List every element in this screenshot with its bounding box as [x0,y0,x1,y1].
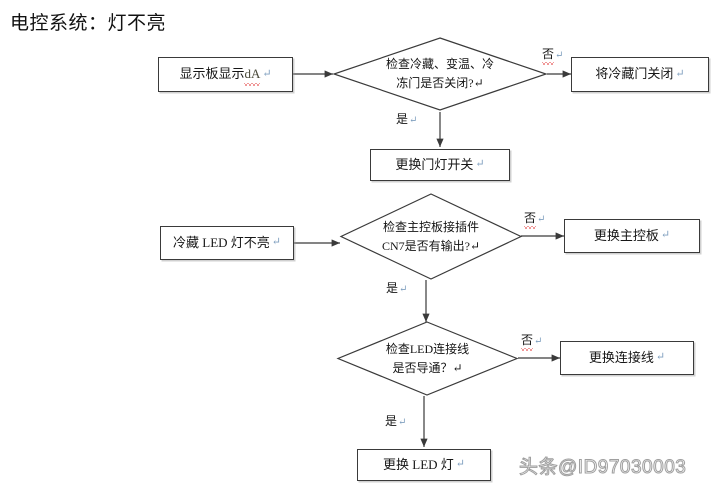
node-label: 更换门灯开关 [395,156,474,172]
node-check-doors-closed[interactable]: 检查冷藏、变温、冷 冻门是否关闭?↵ [332,37,548,111]
node-fridge-led-not-lit[interactable]: 冷藏 LED 灯不亮↵ [160,226,294,260]
node-replace-led-lamp[interactable]: 更换 LED 灯↵ [357,449,491,481]
pilcrow-mark: ↵ [655,351,666,364]
edge-label-check-wire-yes: 是↵ [385,412,406,429]
watermark: 头条@ID97030003 [518,457,687,479]
node-replace-connecting-wire[interactable]: 更换连接线↵ [560,341,694,375]
pilcrow-mark: ↵ [409,115,418,126]
edge-label-check-doors-yes: 是↵ [396,110,417,127]
node-label: 更换主控板 [593,227,659,243]
pilcrow-mark: ↵ [398,417,407,428]
edge-label-check-cn7-no: 否↵ [524,209,546,229]
pilcrow-mark: ↵ [534,336,543,347]
edge-label-check-cn7-yes: 是↵ [386,279,407,296]
pilcrow-mark: ↵ [675,67,685,80]
node-label: 冷藏 LED 灯不亮 [173,234,270,250]
edge-label-text: 是 [396,112,409,126]
node-close-refrigerator-door[interactable]: 将冷藏门关闭↵ [571,57,709,92]
node-replace-main-board[interactable]: 更换主控板↵ [564,219,700,253]
edge-label-text: 否 [521,333,534,351]
node-display-board-shows-da[interactable]: 显示板显示 dA↵ [158,57,293,92]
edge-label-text: 否 [542,47,555,65]
edge-label-text: 是 [385,414,398,428]
node-check-cn7-output[interactable]: 检查主控板接插件 CN7是否有输出?↵ [339,193,523,280]
pilcrow-mark: ↵ [537,214,546,225]
node-label-misspelled: dA [244,66,261,86]
pilcrow-mark: ↵ [660,229,671,242]
pilcrow-mark: ↵ [455,458,465,471]
pilcrow-mark: ↵ [262,67,272,80]
pilcrow-mark: ↵ [475,158,485,171]
node-replace-door-light-switch[interactable]: 更换门灯开关↵ [370,149,510,181]
page-title: 电控系统：灯不亮 [10,13,167,34]
node-label: 将冷藏门关闭 [595,66,674,82]
node-label: 显示板显示 [179,66,245,82]
edge-label-check-wire-no: 否↵ [521,331,543,351]
edge-label-text: 否 [524,211,537,229]
node-label: 更换 LED 灯 [383,456,454,472]
pilcrow-mark: ↵ [399,284,408,295]
pilcrow-mark: ↵ [555,50,564,61]
pilcrow-mark: ↵ [271,236,281,249]
edge-label-check-doors-no: 否↵ [542,45,564,65]
node-check-led-wire-continuity[interactable]: 检查LED连接线 是否导通？↵ [336,321,519,396]
edge-label-text: 是 [386,281,399,295]
node-label: 更换连接线 [588,349,654,365]
